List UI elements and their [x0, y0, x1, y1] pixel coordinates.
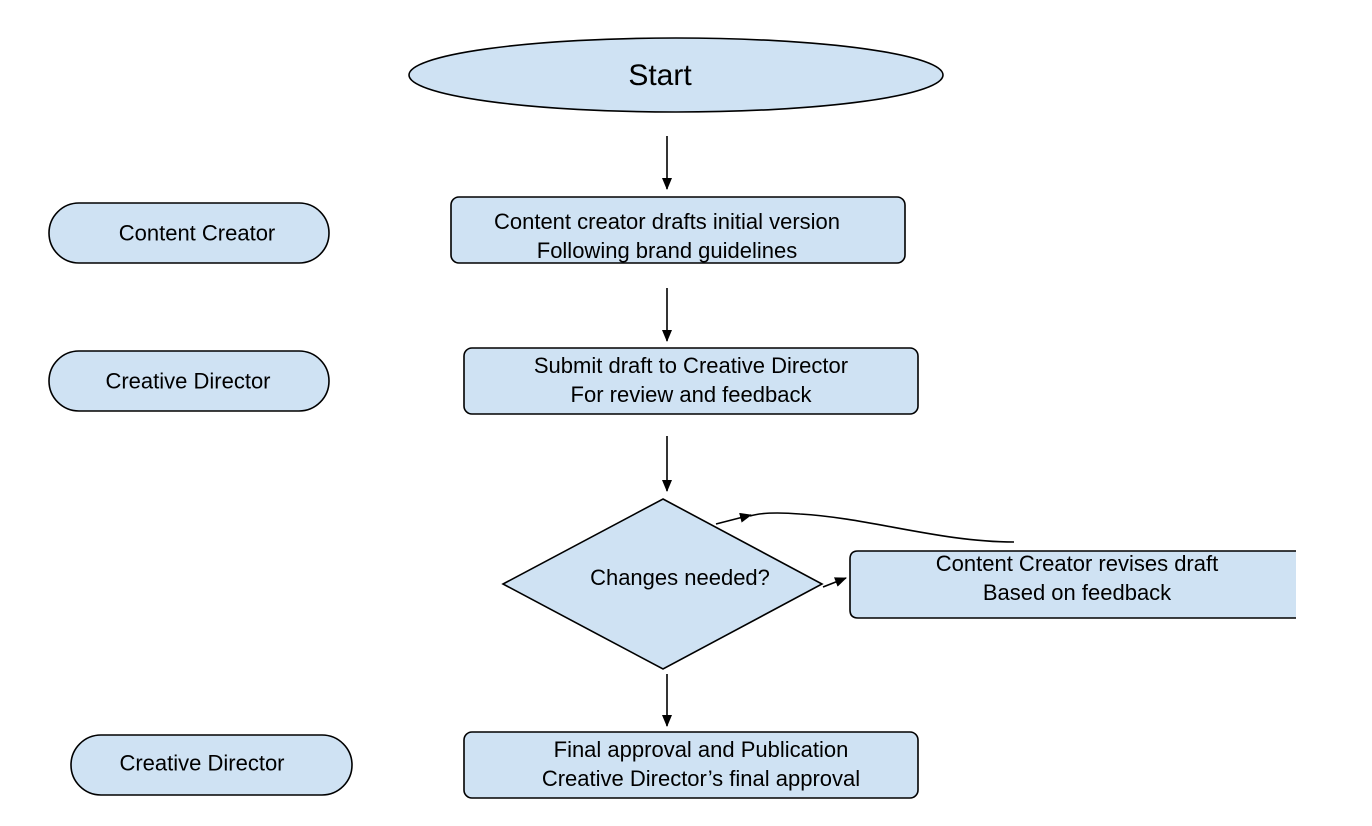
step-final-line1: Final approval and Publication — [554, 737, 849, 762]
step-revise: Content Creator revises draft Based on f… — [849, 550, 1296, 619]
loop-back-line — [749, 512, 1015, 543]
role-creative-director-final: Creative Director — [70, 734, 353, 796]
arrow-decision-to-revise — [822, 577, 847, 588]
step-final: Final approval and Publication Creative … — [463, 731, 919, 799]
arrow-revise-to-decision — [715, 512, 752, 525]
decision-changes-needed: Changes needed? — [501, 498, 824, 670]
role-label: Creative Director — [119, 751, 284, 776]
step-draft-line1: Content creator drafts initial version — [494, 209, 840, 234]
role-creative-director: Creative Director — [48, 350, 330, 412]
role-label: Creative Director — [105, 369, 270, 394]
role-label: Content Creator — [119, 221, 276, 246]
step-revise-line2: Based on feedback — [983, 580, 1172, 605]
role-content-creator: Content Creator — [48, 202, 330, 264]
step-draft: Content creator drafts initial version F… — [450, 196, 906, 264]
step-submit: Submit draft to Creative Director For re… — [463, 347, 919, 415]
start-label: Start — [628, 59, 692, 92]
step-final-line2: Creative Director’s final approval — [542, 766, 860, 791]
start-node: Start — [408, 37, 944, 113]
step-submit-line1: Submit draft to Creative Director — [534, 353, 848, 378]
step-revise-line1: Content Creator revises draft — [936, 551, 1218, 576]
step-draft-line2: Following brand guidelines — [537, 238, 798, 263]
step-submit-line2: For review and feedback — [571, 382, 813, 407]
decision-label: Changes needed? — [590, 565, 770, 590]
